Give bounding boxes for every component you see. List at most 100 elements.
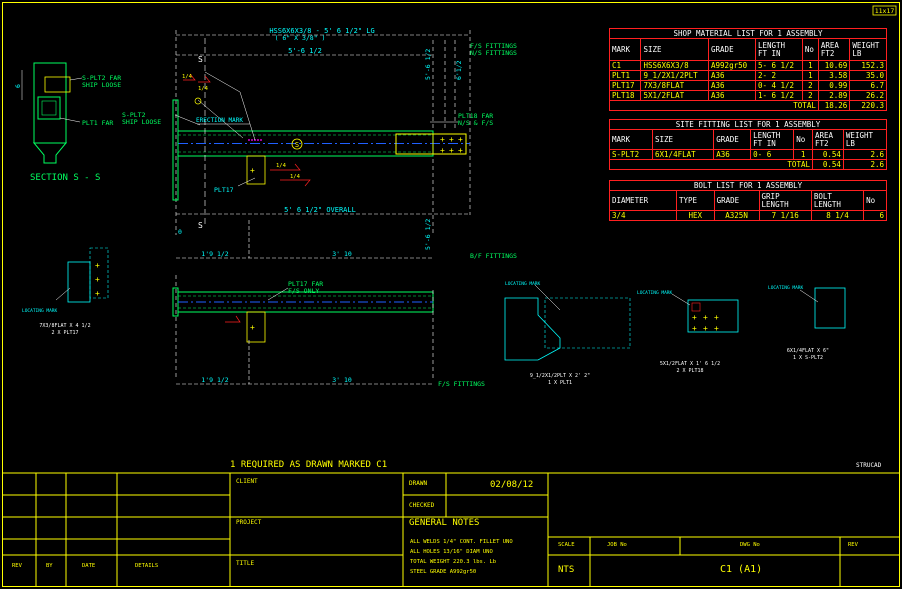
shop-hdr-length: LENGTH FT IN xyxy=(754,38,803,61)
site-r0-c3: 0- 6 xyxy=(750,149,795,160)
title-block xyxy=(3,472,899,586)
svg-text:+: + xyxy=(95,261,100,270)
site-r0-c5: 0.54 xyxy=(812,149,844,160)
svg-text:+: + xyxy=(95,289,100,298)
shop-r0-c6: 152.3 xyxy=(849,60,887,71)
bolt-list-title: BOLT LIST FOR 1 ASSEMBLY xyxy=(609,180,887,191)
bolt-r0-c4: 8 1/4 xyxy=(810,210,865,221)
shop-r0-c5: 10.69 xyxy=(817,60,851,71)
site-hdr-area: AREA FT2 xyxy=(812,129,844,150)
svg-text:+: + xyxy=(440,146,445,155)
detail-plt1: LOCATING MARK 9_1/2X1/2PLT X 2' 2"1 X PL… xyxy=(504,281,631,386)
shop-hdr-area: AREA FT2 xyxy=(817,38,851,61)
bolt-list-table: BOLT LIST FOR 1 ASSEMBLY DIAMETER TYPE G… xyxy=(608,180,887,221)
plt18-far-label: PLT18 FAR N/S & F/S xyxy=(458,112,497,127)
scale-label: SCALE xyxy=(558,542,575,548)
bottom-member-dim-2: 3' 10 xyxy=(332,376,352,384)
date-value: 02/08/12 xyxy=(490,480,534,490)
site-fitting-table: SITE FITTING LIST FOR 1 ASSEMBLY MARK SI… xyxy=(608,119,888,170)
client-label: CLIENT xyxy=(236,478,258,485)
job-no-label: JOB No xyxy=(607,542,627,548)
svg-text:+: + xyxy=(95,275,100,284)
detail-caption-4: 6X1/4FLAT X 6"1 X S-PLT2 xyxy=(787,348,829,361)
svg-text:+: + xyxy=(449,135,454,144)
site-hdr-grade: GRADE xyxy=(713,129,752,150)
bolt-r0-c1: HEX xyxy=(676,210,715,221)
shop-r2-c6: 6.7 xyxy=(849,80,887,91)
plt17-label: PLT17 xyxy=(214,186,234,194)
plt18-far-line1: PLT18 FAR xyxy=(458,112,493,120)
shop-r0-c4: 1 xyxy=(801,60,819,71)
site-total-weight: 2.6 xyxy=(842,159,888,170)
site-r0-c1: 6X1/4FLAT xyxy=(652,149,715,160)
locating-mark-1: LOCATING MARK xyxy=(22,308,58,314)
plt18-far-line2: N/S & F/S xyxy=(458,119,493,127)
required-note: 1 REQUIRED AS DRAWN MARKED C1 xyxy=(230,460,388,470)
title-label: TITLE xyxy=(236,560,255,567)
shop-r3-c0: PLT18 xyxy=(608,90,642,101)
bolt-hdr-grip: GRIP LENGTH xyxy=(758,190,812,211)
site-r0-c0: S-PLT2 xyxy=(608,149,654,160)
shop-hdr-weight: WEIGHT LB xyxy=(849,38,887,61)
details-column: DETAILS xyxy=(135,563,159,569)
shop-r0-c3: 5- 6 1/2 xyxy=(754,60,803,71)
dwg-value: C1 (A1) xyxy=(720,564,763,575)
bolt-r0-c5: 6 xyxy=(863,210,887,221)
bolt-hdr-type: TYPE xyxy=(676,190,715,211)
rev-column: REV xyxy=(12,563,22,569)
site-r0-c6: 2.6 xyxy=(842,149,888,160)
dwg-no-label: DWG No xyxy=(740,542,760,548)
site-total-area: 0.54 xyxy=(812,159,844,170)
bottom-dim-1: 1'9 1/2 xyxy=(201,250,228,258)
note-1: ALL WELDS 1/4" CONT. FILLET UNO xyxy=(410,539,513,545)
bolt-r0-c3: 7 1/16 xyxy=(758,210,812,221)
locating-mark-3: LOCATING MARK xyxy=(637,290,673,296)
zero-label: 0 xyxy=(178,228,182,236)
right-dim-3: 5'-6 1/2 xyxy=(424,219,432,250)
circle-s-marker: S xyxy=(295,141,299,149)
shop-r3-c3: 1- 6 1/2 xyxy=(754,90,803,101)
site-total-label: TOTAL xyxy=(609,159,813,170)
svg-text:+: + xyxy=(440,135,445,144)
shop-r2-c0: PLT17 xyxy=(608,80,642,91)
shop-hdr-size: SIZE xyxy=(640,38,710,61)
dim-top: 5'-6 1/2 xyxy=(288,47,322,55)
shop-r2-c1: 7X3/8FLAT xyxy=(640,80,710,91)
shop-hdr-no: No xyxy=(801,38,819,61)
scale-value: NTS xyxy=(558,565,575,575)
site-r0-c2: A36 xyxy=(713,149,752,160)
member-size-note: ( 6" X 3/8" ) xyxy=(275,34,326,42)
weld-symbol-1: 1/4 xyxy=(182,74,193,80)
locating-mark-4: LOCATING MARK xyxy=(768,285,804,291)
svg-text:+: + xyxy=(458,135,463,144)
shop-r0-c0: C1 xyxy=(608,60,642,71)
shop-r3-c5: 2.89 xyxy=(817,90,851,101)
site-hdr-mark: MARK xyxy=(608,129,654,150)
locating-mark-2: LOCATING MARK xyxy=(505,281,541,287)
shop-r0-c1: HSS6X6X3/8 xyxy=(640,60,710,71)
detail-plt18: +++ +++ LOCATING MARK 5X1/2FLAT X 1' 6 1… xyxy=(637,290,739,374)
weld-symbol-2: 1/4 xyxy=(198,86,209,92)
checked-label: CHECKED xyxy=(409,502,435,509)
shop-r1-c4: 1 xyxy=(801,70,819,81)
shop-r1-c1: 9_1/2X1/2PLT xyxy=(640,70,710,81)
detail-caption-2: 9_1/2X1/2PLT X 2' 2"1 X PLT1 xyxy=(530,373,590,386)
shop-r1-c2: A36 xyxy=(708,70,756,81)
section-dim: 6 xyxy=(14,84,22,88)
shop-material-table: SHOP MATERIAL LIST FOR 1 ASSEMBLY MARK S… xyxy=(608,28,887,111)
dim-overall: 5' 6 1/2" OVERALL xyxy=(284,206,356,214)
shop-r2-c4: 2 xyxy=(801,80,819,91)
right-dim-1: 5'-6 1/2 xyxy=(424,49,432,80)
bottom-dim-2: 3' 10 xyxy=(332,250,352,258)
shop-r3-c6: 26.2 xyxy=(849,90,887,101)
bottom-member-dim-1: 1'9 1/2 xyxy=(201,376,228,384)
by-column: BY xyxy=(46,563,53,569)
shop-r1-c0: PLT1 xyxy=(608,70,642,81)
